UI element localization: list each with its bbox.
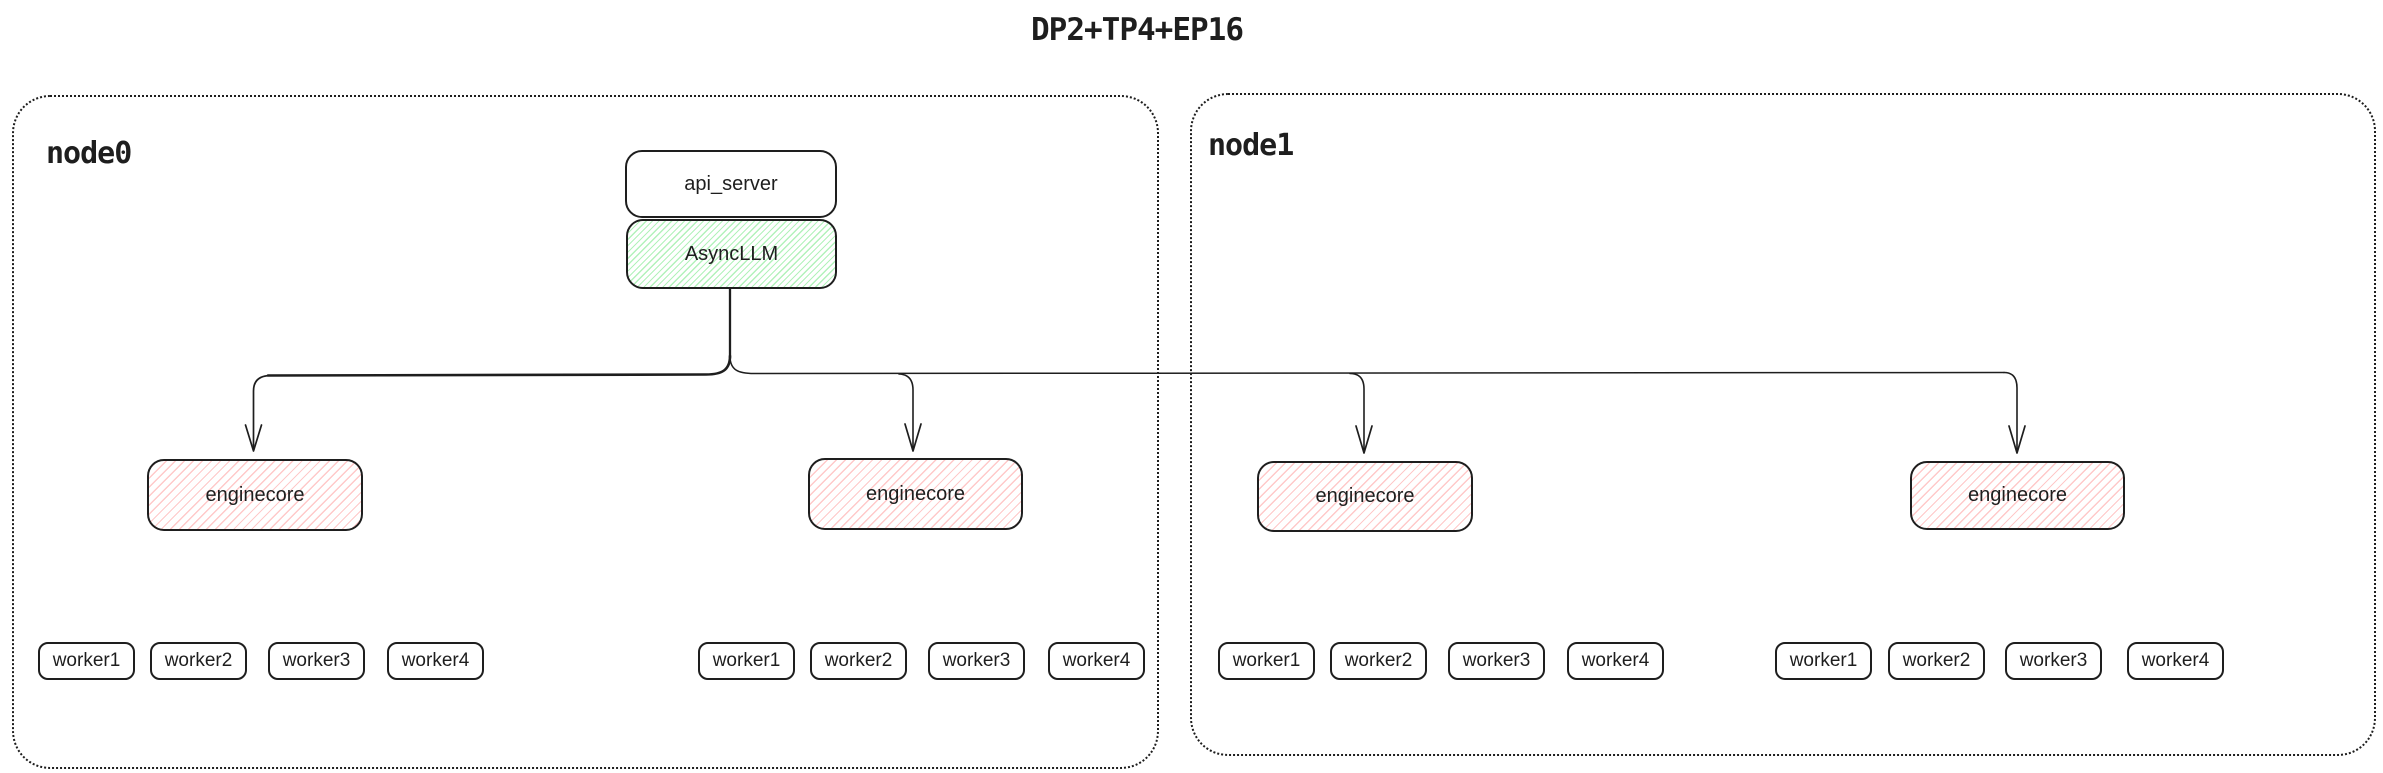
worker-label: worker2 xyxy=(824,650,893,671)
diagram-title: DP2+TP4+EP16 xyxy=(1031,12,1244,48)
worker-box-g4-2: worker2 xyxy=(1888,642,1985,680)
worker-box-g2-2: worker2 xyxy=(810,642,907,680)
worker-label: worker1 xyxy=(712,650,781,671)
asyncllm-label: AsyncLLM xyxy=(684,242,779,265)
worker-box-g4-4: worker4 xyxy=(2127,642,2224,680)
worker-label: worker3 xyxy=(1462,650,1531,671)
worker-box-g4-1: worker1 xyxy=(1775,642,1872,680)
enginecore-box-1: enginecore xyxy=(147,459,363,531)
enginecore-box-3: enginecore xyxy=(1257,461,1473,532)
worker-box-g4-3: worker3 xyxy=(2005,642,2102,680)
api-server-box: api_server xyxy=(625,150,837,218)
node0-label: node0 xyxy=(46,136,132,171)
worker-box-g3-2: worker2 xyxy=(1330,642,1427,680)
worker-box-g2-3: worker3 xyxy=(928,642,1025,680)
worker-label: worker4 xyxy=(2141,650,2210,671)
worker-box-g1-3: worker3 xyxy=(268,642,365,680)
node1-frame xyxy=(1190,93,2376,756)
worker-label: worker3 xyxy=(282,650,351,671)
worker-label: worker2 xyxy=(1344,650,1413,671)
worker-label: worker1 xyxy=(1232,650,1301,671)
worker-box-g3-3: worker3 xyxy=(1448,642,1545,680)
enginecore-label-3: enginecore xyxy=(1315,485,1415,507)
worker-box-g2-1: worker1 xyxy=(698,642,795,680)
worker-label: worker4 xyxy=(401,650,470,671)
node0-frame xyxy=(12,95,1159,769)
worker-box-g3-1: worker1 xyxy=(1218,642,1315,680)
worker-label: worker4 xyxy=(1062,650,1131,671)
api-server-label: api_server xyxy=(684,172,778,195)
worker-box-g1-4: worker4 xyxy=(387,642,484,680)
worker-label: worker4 xyxy=(1581,650,1650,671)
worker-label: worker3 xyxy=(2019,650,2088,671)
worker-label: worker2 xyxy=(164,650,233,671)
worker-box-g2-4: worker4 xyxy=(1048,642,1145,680)
node1-label: node1 xyxy=(1208,128,1294,163)
enginecore-box-4: enginecore xyxy=(1910,461,2125,530)
worker-label: worker2 xyxy=(1902,650,1971,671)
enginecore-box-2: enginecore xyxy=(808,458,1023,530)
worker-box-g3-4: worker4 xyxy=(1567,642,1664,680)
enginecore-label-4: enginecore xyxy=(1968,484,2067,506)
worker-box-g1-2: worker2 xyxy=(150,642,247,680)
asyncllm-box: AsyncLLM xyxy=(626,219,837,289)
enginecore-label-2: enginecore xyxy=(866,482,965,505)
worker-label: worker1 xyxy=(1789,650,1858,671)
enginecore-label-1: enginecore xyxy=(205,483,305,506)
worker-label: worker1 xyxy=(52,650,121,671)
worker-box-g1-1: worker1 xyxy=(38,642,135,680)
worker-label: worker3 xyxy=(942,650,1011,671)
